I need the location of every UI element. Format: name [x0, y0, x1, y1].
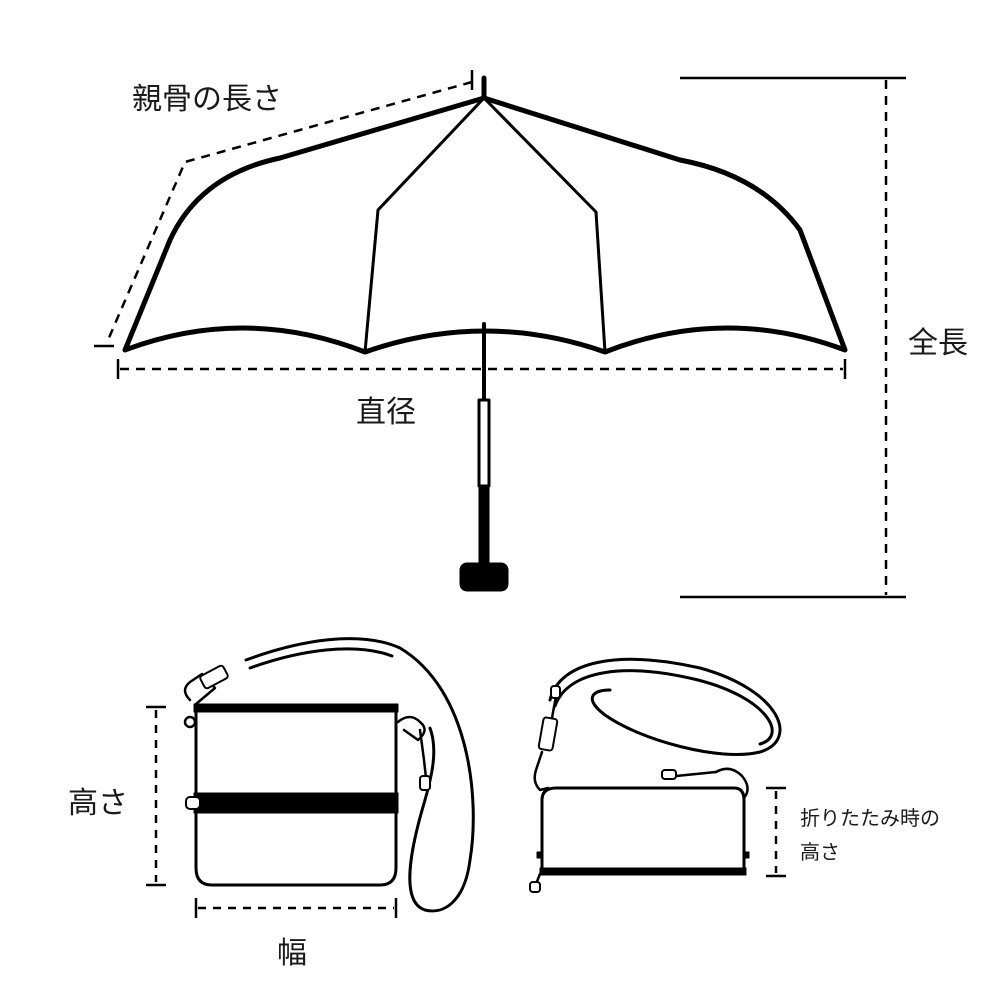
pouch-height-label: 高さ	[68, 786, 128, 821]
pouch-front-zipper-band	[193, 792, 399, 814]
pouch-front-dimensions	[146, 705, 398, 918]
umbrella-shaft-lower	[477, 398, 491, 488]
pouch-folded-drawing	[529, 657, 782, 893]
total-length-label: 全長	[908, 326, 968, 361]
pouch-front-strap	[244, 637, 475, 913]
pouch-folded-right-clasp	[714, 767, 749, 800]
pouch-front-zipper-pull	[185, 796, 201, 810]
pouch-front-left-ring	[183, 715, 197, 729]
pouch-front-top-band	[193, 703, 399, 713]
rib-length-label: 親骨の長さ	[132, 82, 282, 117]
pouch-width-label: 幅	[277, 936, 307, 971]
pouch-folded-right-cord-tip	[661, 769, 677, 780]
pouch-folded-strap	[548, 657, 782, 756]
pouch-folded-right-cord	[674, 770, 718, 778]
pouch-front-right-cord	[418, 728, 428, 780]
pouch-front-left-connector	[199, 664, 229, 690]
pouch-folded-dimensions	[766, 786, 786, 878]
folded-height-label-line2: 高さ	[800, 840, 840, 864]
pouch-front-left-clasp	[183, 672, 217, 706]
umbrella-drawing	[122, 75, 848, 592]
pouch-folded-zipper-tip	[529, 881, 541, 893]
umbrella-handle	[459, 562, 509, 592]
pouch-folded-left-clasp	[533, 750, 550, 792]
folded-height-label-line1: 折りたたみ時の	[800, 806, 940, 830]
pouch-folded-left-cord	[550, 694, 558, 720]
pouch-front-body	[194, 705, 398, 887]
pouch-front-right-cord-tip	[419, 775, 431, 791]
umbrella-shaft-bottom	[478, 485, 490, 565]
umbrella-canopy	[122, 95, 848, 355]
pouch-front-drawing	[183, 637, 475, 913]
pouch-folded-left-connector	[537, 716, 559, 752]
umbrella-dimensions	[94, 70, 906, 599]
umbrella-rib-right	[482, 96, 607, 354]
pouch-folded-left-mark	[536, 851, 544, 859]
pouch-folded-body	[540, 786, 746, 874]
diameter-label: 直径	[356, 395, 416, 430]
pouch-folded-left-cord-tip	[550, 685, 561, 699]
umbrella-rib-left	[363, 96, 486, 354]
pouch-front-strap-inner	[248, 647, 394, 670]
pouch-folded-right-mark	[742, 851, 750, 859]
rib-length-dashed-line	[106, 80, 473, 341]
pouch-folded-strap-inner	[553, 669, 774, 746]
pouch-folded-bottom-band	[539, 867, 747, 876]
